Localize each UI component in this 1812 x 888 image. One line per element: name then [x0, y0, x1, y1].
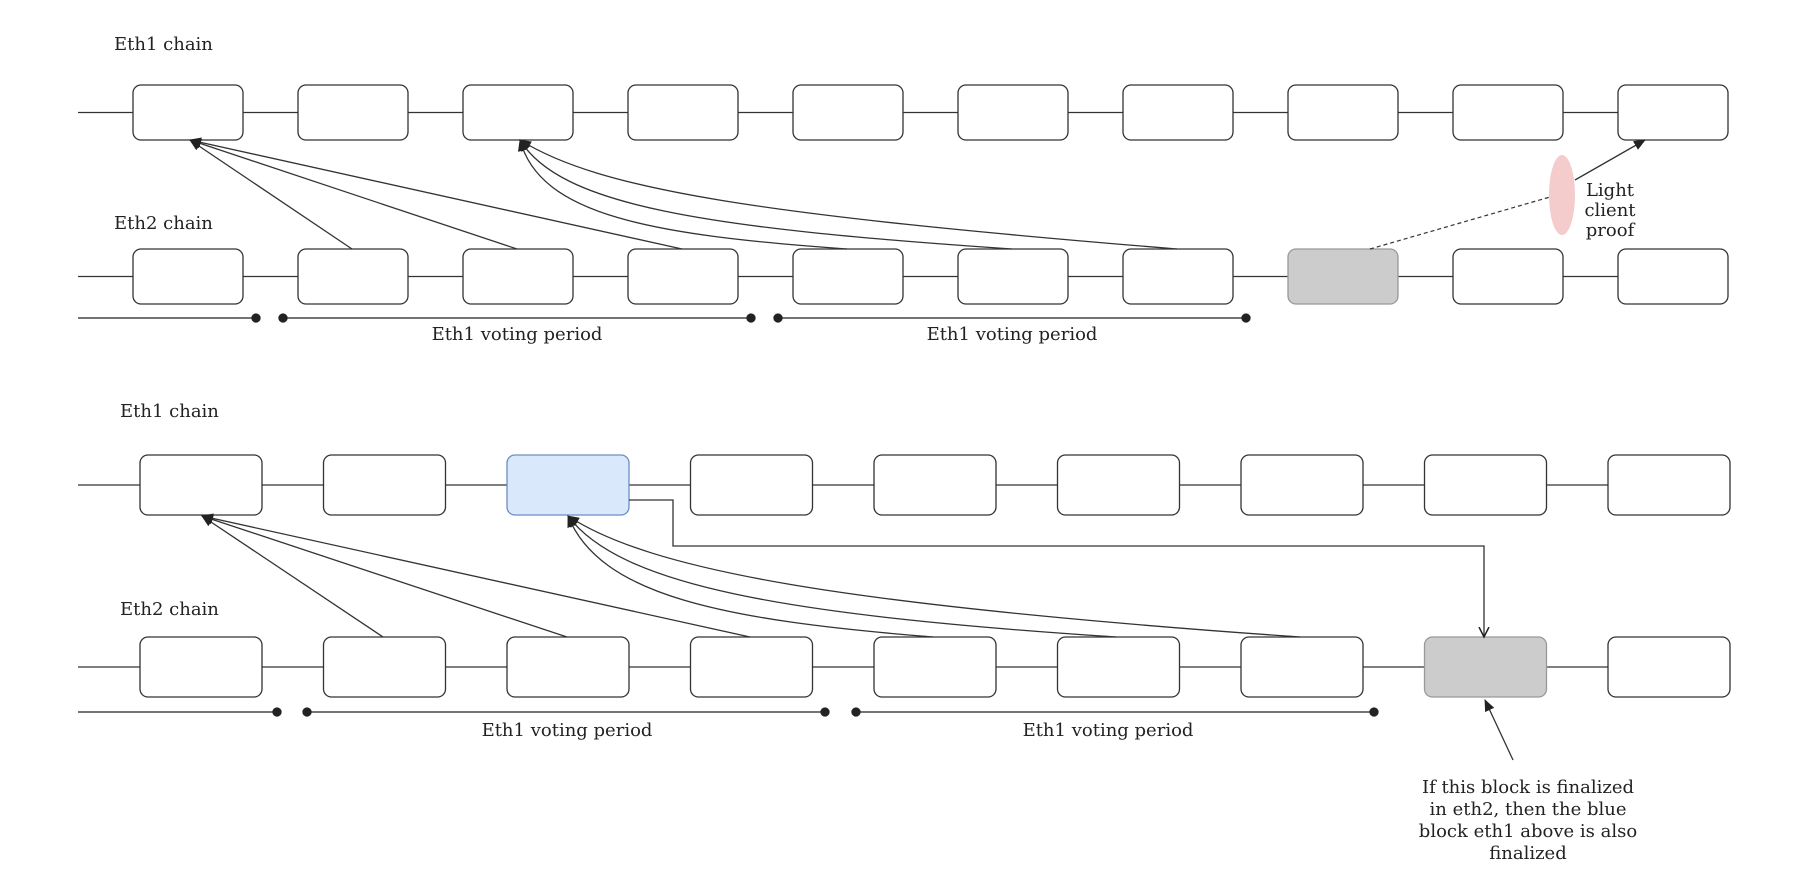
finality-note-line-2: in eth2, then the blue: [1430, 799, 1627, 820]
top-voting-period-label-1: Eth1 voting period: [432, 324, 603, 345]
chain-block: [1122, 248, 1234, 305]
chain-block: [322, 454, 447, 516]
chain-block: [627, 84, 739, 141]
proof-ellipse: [1549, 155, 1575, 235]
vote-arrow: [201, 514, 568, 638]
top-votes-to-eth1-block-1: [189, 137, 683, 250]
chain-block: [1423, 454, 1548, 516]
vote-arrow: [201, 513, 751, 638]
proof-arrow: [1574, 139, 1646, 181]
vote-arrow: [519, 139, 1178, 250]
bottom-diagram: Eth1 chain Eth2 chain If this block is f…: [78, 401, 1731, 864]
chain-block: [297, 248, 409, 305]
vote-arrow: [189, 137, 683, 250]
chain-block: [139, 454, 263, 516]
chain-block: [627, 248, 739, 305]
chain-block: [1122, 84, 1234, 141]
finality-note-line-1: If this block is finalized: [1422, 777, 1634, 798]
vote-arrow: [519, 139, 1013, 250]
chain-block: [1617, 248, 1729, 305]
finality-note-arrow: [1484, 699, 1514, 761]
period-end-dot: [1241, 313, 1251, 323]
light-client-proof: Light client proof: [1369, 139, 1646, 250]
vote-arrow: [201, 515, 384, 638]
chain-block: [139, 636, 263, 698]
bottom-voting-period-label-1: Eth1 voting period: [482, 720, 653, 741]
chain-block: [792, 84, 904, 141]
chain-block: [462, 84, 574, 141]
vote-arrow: [518, 139, 848, 250]
period-end-dot: [251, 313, 261, 323]
top-diagram: Eth1 chain Eth2 chain Light client proof: [78, 34, 1729, 345]
proof-dashed-line: [1369, 196, 1551, 250]
period-end-dot: [820, 707, 830, 717]
finality-note-line-4: finalized: [1489, 843, 1567, 864]
chain-block: [1287, 84, 1399, 141]
chain-block: [689, 454, 814, 516]
highlighted-block: [1423, 636, 1548, 698]
proof-label-line-3: proof: [1586, 220, 1636, 241]
chain-block: [689, 636, 814, 698]
vote-arrow: [189, 138, 518, 250]
chain-block: [1452, 84, 1564, 141]
proof-label-line-1: Light: [1586, 180, 1635, 201]
period-end-dot: [1369, 707, 1379, 717]
bottom-eth1-blocks: [139, 454, 1731, 516]
vote-arrow: [567, 515, 1301, 638]
chain-block: [1607, 636, 1731, 698]
chain-block: [132, 84, 244, 141]
top-eth2-chain-label: Eth2 chain: [114, 213, 213, 234]
bottom-voting-periods: [78, 707, 1379, 717]
chain-block: [297, 84, 409, 141]
period-end-dot: [746, 313, 756, 323]
highlighted-block: [506, 454, 630, 516]
bottom-eth2-blocks: [139, 636, 1731, 698]
chain-block: [1056, 454, 1181, 516]
bottom-votes-to-eth1-block-1: [201, 513, 751, 638]
chain-block: [132, 248, 244, 305]
bottom-eth1-chain-label: Eth1 chain: [120, 401, 219, 422]
top-eth2-blocks: [132, 248, 1729, 305]
chain-block: [1056, 636, 1181, 698]
top-voting-periods: [78, 313, 1251, 323]
chain-block: [957, 84, 1069, 141]
top-eth1-blocks: [132, 84, 1729, 141]
finality-note-line-3: block eth1 above is also: [1419, 821, 1637, 842]
chain-block: [873, 636, 997, 698]
chain-block: [1607, 454, 1731, 516]
vote-arrow: [189, 139, 353, 250]
bottom-eth2-chain-label: Eth2 chain: [120, 599, 219, 620]
chain-block: [462, 248, 574, 305]
top-votes-to-eth1-block-3: [518, 139, 1178, 250]
vote-arrow: [567, 515, 934, 638]
highlighted-block: [1287, 248, 1399, 305]
chain-block: [1240, 454, 1364, 516]
chain-block: [1617, 84, 1729, 141]
chain-block: [1240, 636, 1364, 698]
chain-block: [792, 248, 904, 305]
chain-block: [506, 636, 630, 698]
bottom-voting-period-label-2: Eth1 voting period: [1023, 720, 1194, 741]
finality-link-arrow: [629, 499, 1484, 637]
vote-arrow: [567, 515, 1117, 638]
top-eth1-chain-label: Eth1 chain: [114, 34, 213, 55]
chain-block: [873, 454, 997, 516]
chain-block: [322, 636, 447, 698]
chain-block: [1452, 248, 1564, 305]
chain-block: [957, 248, 1069, 305]
top-voting-period-label-2: Eth1 voting period: [927, 324, 1098, 345]
period-end-dot: [272, 707, 282, 717]
bottom-votes-to-eth1-block-3: [567, 515, 1301, 638]
proof-label-line-2: client: [1584, 200, 1636, 221]
